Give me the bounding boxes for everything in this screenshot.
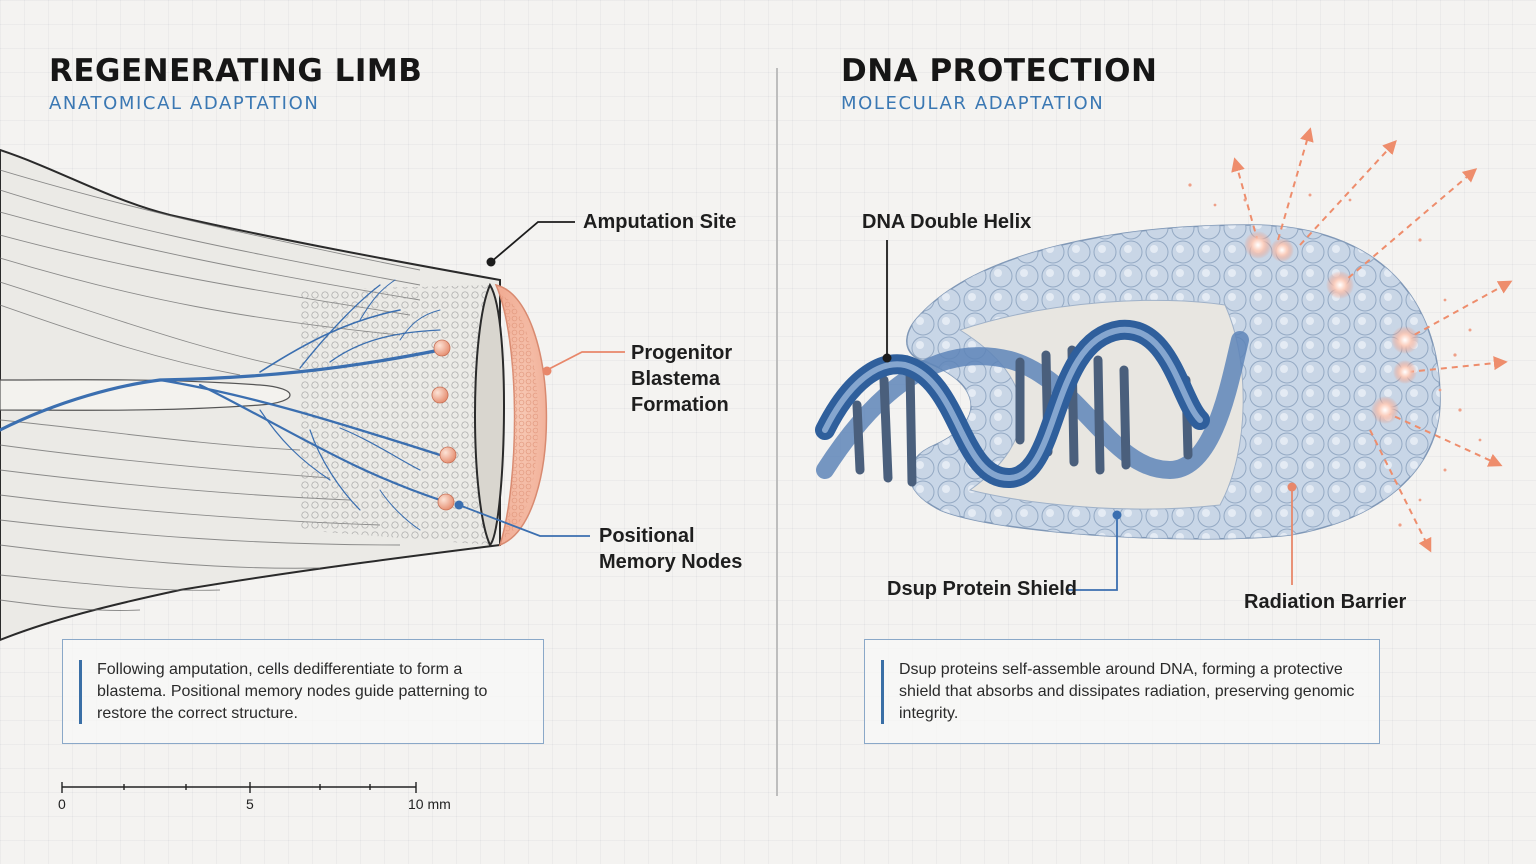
right-panel-title: DNA PROTECTION: [841, 53, 1158, 89]
label-progenitor-blastema: Progenitor Blastema Formation: [631, 340, 732, 418]
caption-accent-bar: [881, 660, 884, 724]
positional-memory-nodes: [431, 339, 457, 511]
label-progenitor-line-2: Blastema: [631, 368, 720, 390]
label-positional-line-1: Positional: [599, 525, 695, 547]
panel-divider: [776, 68, 778, 796]
left-panel-subtitle: ANATOMICAL ADAPTATION: [49, 93, 320, 114]
radiation-arrows: [1231, 127, 1513, 553]
right-caption-box: Dsup proteins self-assemble around DNA, …: [864, 639, 1380, 744]
label-dsup-protein-shield: Dsup Protein Shield: [887, 578, 1078, 600]
scale-bar: [61, 782, 417, 793]
scale-label-5: 5: [246, 796, 254, 812]
left-panel-title: REGENERATING LIMB: [49, 53, 423, 89]
label-dna-double-helix: DNA Double Helix: [862, 211, 1032, 233]
limb-illustration: [0, 148, 625, 793]
left-caption-text: Following amputation, cells dedifferenti…: [97, 661, 488, 722]
caption-accent-bar: [79, 660, 82, 724]
blood-vessels: [0, 279, 442, 531]
label-progenitor-line-3: Formation: [631, 394, 729, 416]
label-progenitor-line-1: Progenitor: [631, 342, 733, 364]
label-radiation-barrier: Radiation Barrier: [1244, 591, 1407, 613]
dna-illustration: [815, 127, 1513, 591]
scale-label-0: 0: [58, 796, 66, 812]
label-positional-memory: Positional Memory Nodes: [599, 523, 742, 575]
dna-leader-lines: [882, 240, 1297, 591]
radiation-particles: [1188, 183, 1482, 527]
scale-label-10mm: 10 mm: [408, 796, 451, 812]
left-caption-box: Following amputation, cells dedifferenti…: [62, 639, 544, 744]
right-panel-subtitle: MOLECULAR ADAPTATION: [841, 93, 1105, 114]
right-caption-text: Dsup proteins self-assemble around DNA, …: [899, 661, 1355, 722]
label-positional-line-2: Memory Nodes: [599, 551, 743, 573]
label-amputation-site: Amputation Site: [583, 211, 737, 233]
limb-leader-lines: [454, 221, 625, 537]
radiation-impacts: [1244, 231, 1419, 424]
